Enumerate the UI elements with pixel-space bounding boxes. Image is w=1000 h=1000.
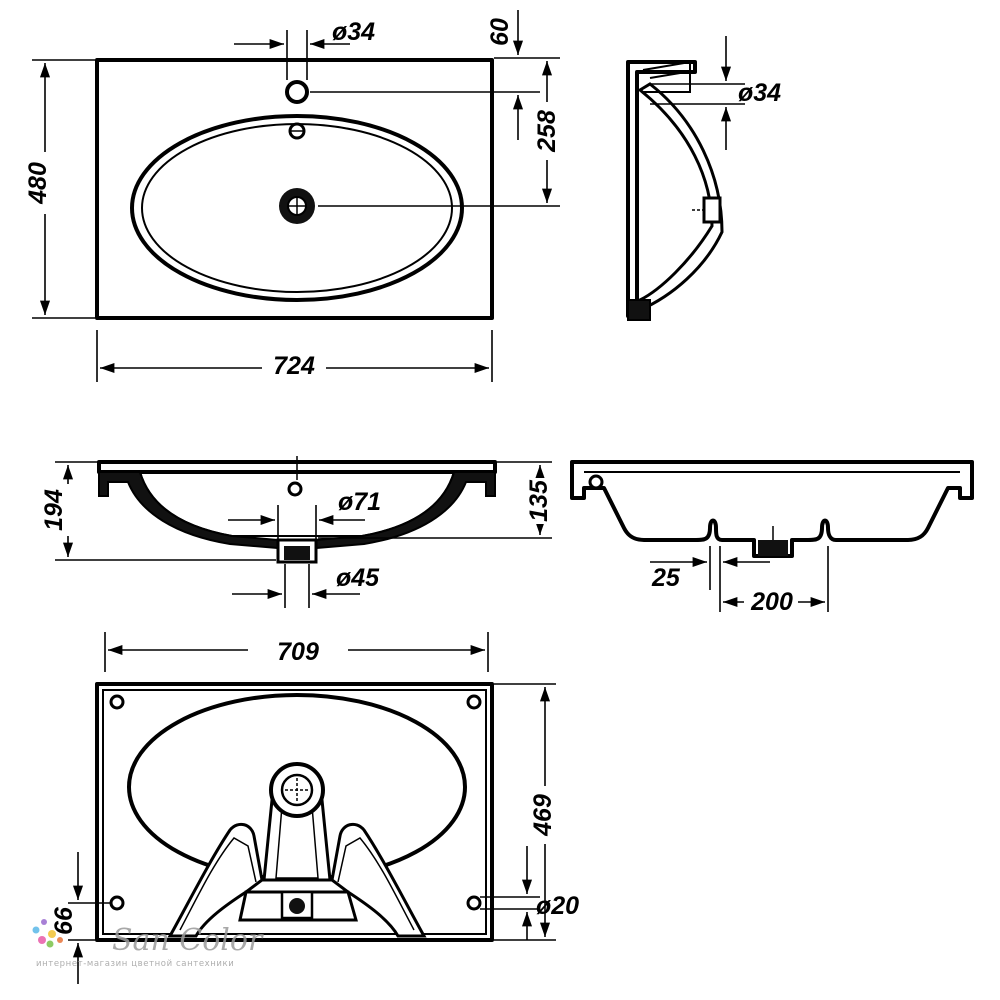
watermark-brand: San Color bbox=[112, 923, 264, 958]
side-section-offset-label: 25 bbox=[651, 564, 681, 592]
bottom-width-label: 709 bbox=[277, 638, 319, 666]
sancolor-logo-dots bbox=[32, 919, 63, 948]
width-dimension-label: 724 bbox=[273, 352, 315, 380]
bottom-view-outline bbox=[95, 682, 494, 942]
side-view-overflow-port bbox=[702, 196, 722, 224]
height-dimension-label: 480 bbox=[24, 162, 52, 205]
mount-hole-diameter-label: ø20 bbox=[536, 892, 579, 920]
side-view: ø34 bbox=[626, 36, 781, 321]
top-view-outline bbox=[95, 58, 494, 320]
side-section-view: 25 200 bbox=[570, 460, 974, 616]
bowl-depth-label: 135 bbox=[525, 479, 553, 522]
bottom-view-right-support bbox=[330, 822, 427, 938]
side-section-width-label: 200 bbox=[750, 588, 793, 616]
bottom-view: 709 469 ø20 66 bbox=[50, 632, 579, 984]
mount-hole-bottom-right bbox=[466, 895, 482, 911]
side-section-outline bbox=[570, 460, 974, 558]
tap-offset-label: 60 bbox=[486, 18, 514, 46]
watermark: San Color интернет-магазин цветной санте… bbox=[32, 919, 264, 969]
mount-hole-top-left bbox=[109, 694, 125, 710]
tap-hole bbox=[285, 80, 309, 104]
front-height-label: 194 bbox=[40, 489, 68, 531]
bottom-depth-label: 469 bbox=[529, 794, 557, 837]
tap-hole-diameter-label: ø34 bbox=[332, 18, 375, 46]
mount-hole-bottom-left bbox=[109, 895, 125, 911]
side-section-overflow bbox=[588, 474, 604, 490]
drain-outlet-diameter-label: ø45 bbox=[336, 564, 380, 592]
overflow-diameter-label: ø34 bbox=[738, 79, 781, 107]
watermark-tagline: интернет-магазин цветной сантехники bbox=[36, 959, 234, 969]
tap-to-drain-label: 258 bbox=[533, 110, 561, 153]
bowl-drain-diameter-label: ø71 bbox=[338, 488, 381, 516]
hole-offset-label: 66 bbox=[50, 906, 78, 935]
top-view: 480 724 ø34 60 258 bbox=[24, 10, 561, 382]
front-section-bowl-surface bbox=[139, 471, 455, 537]
front-section-overflow bbox=[287, 481, 303, 497]
front-section-view: 194 135 ø71 ø45 bbox=[40, 456, 553, 608]
bottom-view-left-support bbox=[167, 822, 264, 938]
mount-hole-top-right bbox=[466, 694, 482, 710]
side-section-outlet bbox=[758, 540, 788, 556]
basin-outer-rim bbox=[130, 114, 464, 302]
